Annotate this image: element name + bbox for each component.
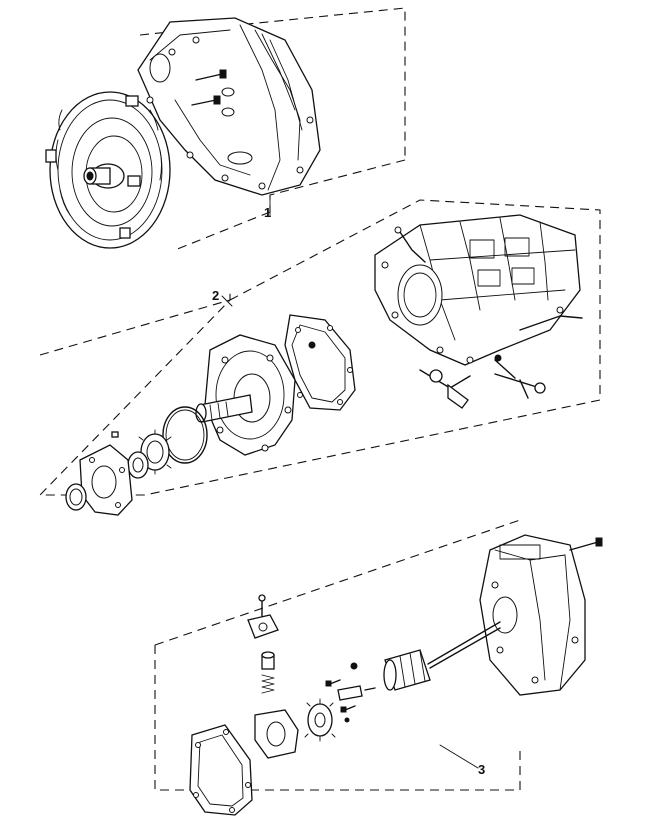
pump-outer-gear (127, 451, 149, 479)
front-seal (65, 483, 87, 511)
transmission-case (374, 214, 583, 366)
group-1-converter-assembly: 1 (45, 7, 406, 251)
extension-housing (479, 534, 603, 696)
pump-gasket (284, 314, 356, 411)
pump-cover (79, 431, 133, 516)
oil-pump-body (195, 334, 296, 456)
output-shaft (383, 621, 501, 691)
torque-converter (45, 91, 171, 249)
callout-3-leader (439, 744, 479, 769)
group-2-bracket (38, 199, 601, 496)
governor-gasket (189, 724, 253, 816)
group-3-extension-assembly: 3 (154, 519, 603, 816)
callout-2: 2 (212, 288, 219, 303)
pump-o-ring (162, 406, 208, 464)
group-3-bracket (154, 519, 521, 791)
callout-1: 1 (264, 205, 271, 220)
governor-parts (247, 594, 376, 759)
converter-housing (137, 17, 321, 196)
selector-linkage (419, 354, 546, 409)
group-2-pump-and-case: 2 (38, 199, 601, 516)
callout-3: 3 (478, 762, 485, 777)
callout-2-leader (221, 295, 233, 307)
